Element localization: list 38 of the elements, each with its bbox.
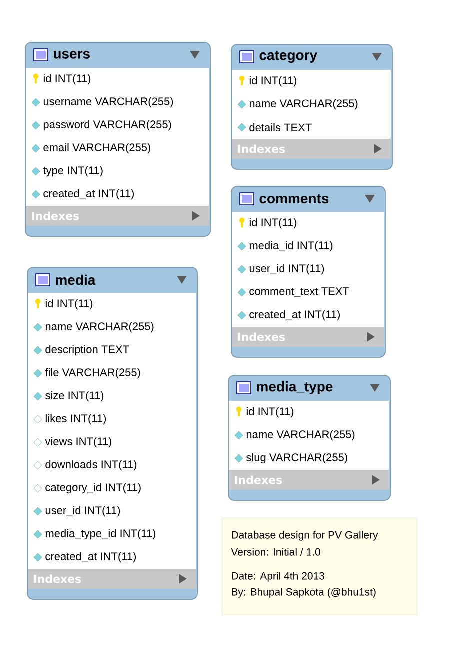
column-row: file VARCHAR(255) (45, 368, 140, 379)
column-row: comment_text TEXT (250, 288, 350, 298)
column-row: email VARCHAR(255) (44, 143, 150, 154)
column-row: created_at INT(11) (46, 552, 136, 563)
column-row: password VARCHAR(255) (44, 120, 172, 131)
column-row: type INT(11) (43, 166, 103, 177)
table-title: category (260, 50, 318, 64)
column-row: downloads INT(11) (46, 460, 137, 471)
column-row: username VARCHAR(255) (44, 97, 174, 108)
table-title: users (54, 51, 90, 59)
note-text: By: Bhupal Sapkota (@bhu1st) (232, 588, 376, 598)
column-row: likes INT(11) (46, 414, 106, 425)
column-row: details TEXT (250, 123, 312, 132)
column-row: id INT(11) (246, 407, 294, 418)
column-row: id INT(11) (250, 218, 297, 229)
column-row: user_id INT(11) (46, 506, 120, 517)
column-row: category_id INT(11) (46, 483, 141, 494)
column-row: media_id INT(11) (250, 241, 333, 252)
note-text: Version: Initial / 1.0 (231, 548, 320, 556)
table-title: media_type (257, 381, 333, 395)
column-row: user_id INT(11) (250, 264, 324, 275)
column-row: id INT(11) (44, 74, 91, 85)
column-row: size INT(11) (46, 391, 104, 402)
column-row: media_type_id INT(11) (46, 529, 156, 540)
column-row: id INT(11) (250, 76, 297, 87)
column-row: name VARCHAR(255) (250, 99, 358, 110)
column-row: created_at INT(11) (44, 189, 134, 200)
note-text: Database design for PV Gallery (232, 531, 378, 541)
table-title: comments (260, 194, 329, 204)
table-title: media (56, 274, 96, 286)
note-text: Date: April 4th 2013 (232, 572, 324, 582)
column-row: name VARCHAR(255) (46, 322, 154, 333)
column-row: name VARCHAR(255) (246, 430, 355, 441)
column-row: description TEXT (46, 345, 130, 356)
column-row: slug VARCHAR(255) (246, 453, 348, 464)
column-row: views INT(11) (45, 437, 112, 448)
column-row: created_at INT(11) (250, 310, 340, 321)
column-row: id INT(11) (46, 299, 93, 310)
